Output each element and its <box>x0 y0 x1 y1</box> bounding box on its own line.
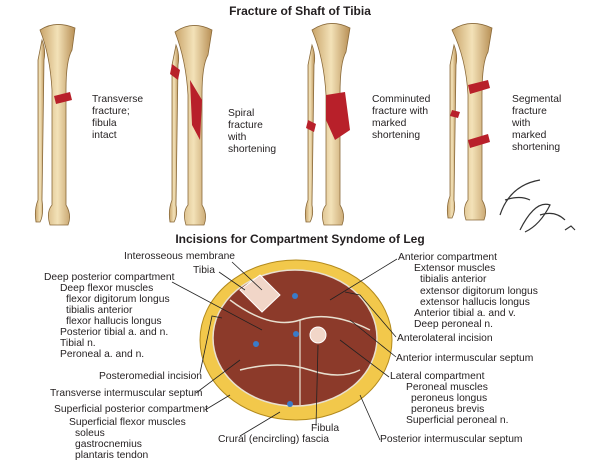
label-gastrocnemius: gastrocnemius <box>75 439 142 450</box>
label-edl: extensor digitorum longus <box>420 286 538 297</box>
label-peroneus-longus: peroneus longus <box>411 393 488 404</box>
label-interosseous: Interosseous membrane <box>124 251 236 262</box>
label-peroneus-brevis: peroneus brevis <box>411 404 485 415</box>
label-anterior-tibial: Anterior tibial a. and v. <box>414 308 516 319</box>
label-ehl: extensor hallucis longus <box>420 297 530 308</box>
label-fhl: flexor hallucis longus <box>66 316 162 327</box>
bone-segmental-fracture <box>446 23 493 221</box>
compartment-title: Incisions for Compartment Syndome of Leg <box>175 232 425 246</box>
bone-transverse-fracture <box>34 24 76 226</box>
bone-spiral-fracture <box>168 25 213 226</box>
label-superficial-peroneal: Superficial peroneal n. <box>406 415 509 426</box>
label-posterior-tibial: Posterior tibial a. and n. <box>60 327 169 338</box>
label-plantaris: plantaris tendon <box>75 450 149 461</box>
label-tibialis-anterior-r: tibialis anterior <box>420 274 487 285</box>
bone-comminuted-fracture <box>304 23 351 226</box>
label-tibia: Tibia <box>193 265 215 276</box>
label-soleus: soleus <box>75 428 105 439</box>
label-fdl: flexor digitorum longus <box>66 294 170 305</box>
fracture-title: Fracture of Shaft of Tibia <box>229 4 371 18</box>
label-transverse-septum: Transverse intermuscular septum <box>50 388 203 399</box>
label-deep-peroneal: Deep peroneal n. <box>414 319 494 330</box>
label-deep-posterior: Deep posterior compartment <box>44 272 175 283</box>
label-deep-flexor: Deep flexor muscles <box>60 283 154 294</box>
label-posteromedial-incision: Posteromedial incision <box>99 371 203 382</box>
label-anterior-compartment: Anterior compartment <box>398 252 498 263</box>
label-extensor: Extensor muscles <box>414 263 496 274</box>
label-anterolateral-incision: Anterolateral incision <box>397 333 493 344</box>
leader-lines <box>171 258 398 441</box>
label-tibialis-anterior: tibialis anterior <box>66 305 133 316</box>
label-sup-flexor: Superficial flexor muscles <box>69 417 186 428</box>
label-peroneal-an: Peroneal a. and n. <box>60 349 145 360</box>
label-anterior-septum: Anterior intermuscular septum <box>396 353 534 364</box>
label-posterior-septum: Posterior intermuscular septum <box>380 434 523 445</box>
label-superficial-posterior: Superficial posterior compartment <box>54 404 208 415</box>
label-tibial-n: Tibial n. <box>60 338 96 349</box>
label-fibula: Fibula <box>311 423 340 434</box>
label-peroneal-muscles: Peroneal muscles <box>406 382 488 393</box>
leg-cross-section <box>199 259 393 421</box>
label-lateral-compartment: Lateral compartment <box>390 371 485 382</box>
label-crural-fascia: Crural (encircling) fascia <box>218 434 330 445</box>
netter-signature <box>499 179 576 233</box>
